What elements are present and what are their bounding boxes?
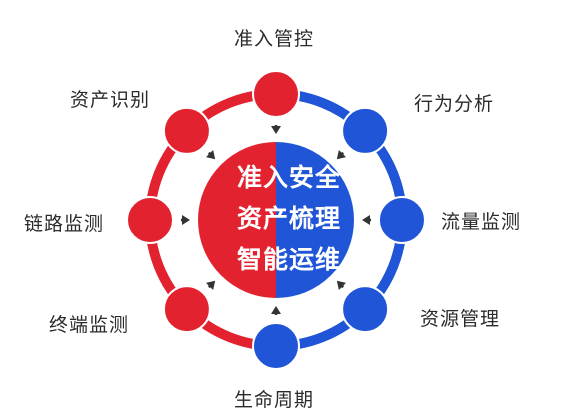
center-circle-right	[276, 142, 354, 298]
center-line-2: 资产梳理	[236, 204, 341, 233]
node-label-behavior: 行为分析	[414, 93, 495, 115]
arrow-lifecycle	[271, 306, 281, 315]
arrow-resource	[336, 280, 346, 290]
center-line-3: 智能运维	[236, 245, 341, 274]
center-line-1: 准入安全	[236, 163, 341, 192]
node-label-terminal: 终端监测	[49, 314, 130, 336]
node-circle-terminal	[162, 285, 211, 334]
node-circle-asset	[162, 106, 211, 155]
arrow-behavior	[336, 150, 346, 160]
arrow-asset	[206, 150, 216, 160]
arrow-head-traffic	[362, 215, 370, 225]
arrow-terminal	[206, 280, 216, 290]
arrow-link	[181, 215, 190, 225]
node-circle-traffic	[378, 196, 426, 244]
arrow-access	[271, 125, 281, 134]
nodes-layer	[126, 70, 426, 370]
arrow-head-terminal	[206, 280, 216, 290]
node-circle-access	[252, 70, 300, 118]
arrow-head-resource	[336, 280, 346, 290]
arrow-head-link	[182, 215, 190, 225]
node-label-link: 链路监测	[24, 213, 105, 235]
node-circle-link	[126, 196, 174, 244]
node-label-access: 准入管控	[234, 28, 315, 50]
node-label-asset: 资产识别	[70, 89, 151, 111]
arrow-head-access	[271, 126, 281, 134]
node-label-resource: 资源管理	[420, 308, 501, 330]
node-circle-behavior	[341, 106, 390, 155]
node-label-traffic: 流量监测	[441, 211, 522, 233]
arrow-head-behavior	[336, 150, 346, 160]
arrow-traffic	[362, 215, 371, 225]
arrow-head-lifecycle	[271, 306, 281, 314]
arrows-layer	[181, 125, 371, 315]
node-circle-lifecycle	[252, 322, 300, 370]
center-circle-left	[198, 142, 276, 298]
node-label-lifecycle: 生命周期	[234, 389, 315, 411]
center-circle	[198, 142, 354, 298]
arrow-head-asset	[206, 150, 216, 160]
node-circle-resource	[341, 285, 390, 334]
